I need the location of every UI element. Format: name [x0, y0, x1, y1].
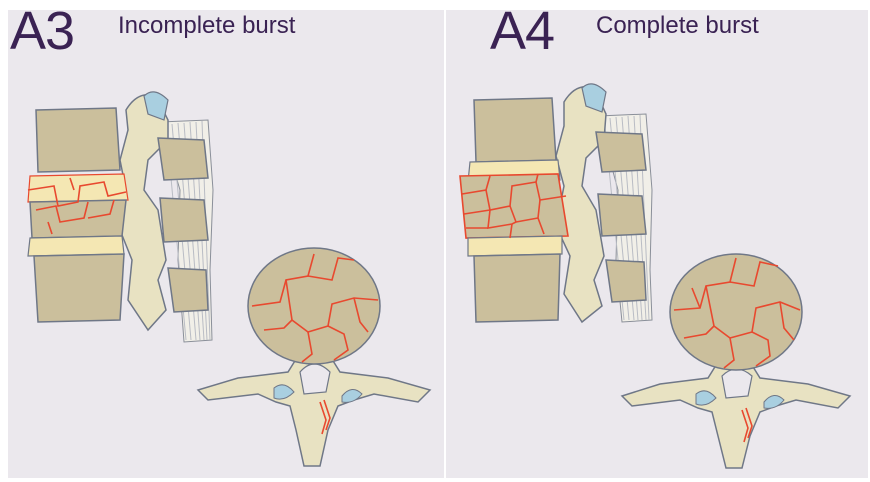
- axial-vertebra: [622, 254, 850, 468]
- vertebral-column: [28, 108, 128, 322]
- panel-a3-incomplete-burst: A3 Incomplete burst: [8, 10, 444, 478]
- a4-illustration: [446, 10, 868, 478]
- axial-vertebra: [198, 248, 430, 466]
- a3-illustration: [8, 10, 444, 478]
- panel-a4-complete-burst: A4 Complete burst: [446, 10, 868, 478]
- vertebral-column: [460, 98, 568, 322]
